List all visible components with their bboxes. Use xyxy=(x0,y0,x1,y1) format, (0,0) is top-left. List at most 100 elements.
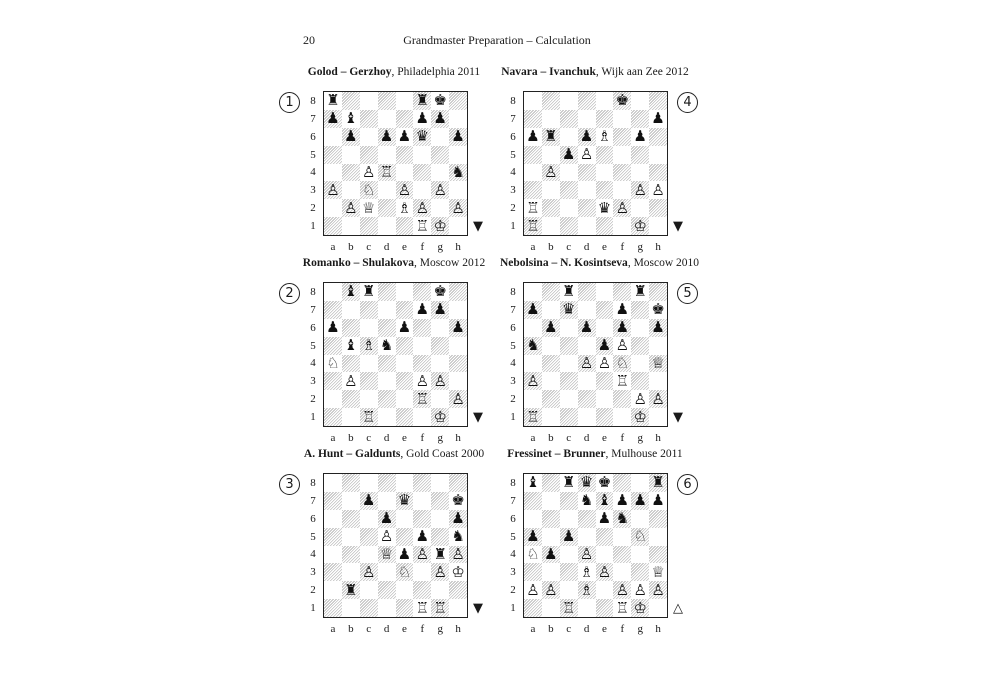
square-g4 xyxy=(631,163,650,182)
rank-label: 8 xyxy=(510,285,516,298)
file-label: d xyxy=(383,241,390,253)
player-separator: – xyxy=(343,448,356,460)
square-c5: ♗ xyxy=(359,336,378,355)
black-knight-icon: ♞ xyxy=(579,491,594,510)
black-bishop-icon: ♝ xyxy=(344,109,358,128)
square-g2 xyxy=(431,581,450,600)
square-h3: ♔ xyxy=(449,563,467,582)
square-b6: ♟ xyxy=(541,318,560,337)
rank-label: 3 xyxy=(310,375,316,388)
square-b1 xyxy=(341,599,360,617)
square-c8: ♜ xyxy=(559,283,578,301)
black-rook-icon: ♜ xyxy=(651,473,665,492)
square-g5 xyxy=(431,145,450,164)
white-pawn-icon: ♙ xyxy=(415,544,430,563)
square-h8 xyxy=(449,92,467,110)
square-a1 xyxy=(324,408,342,426)
white-pawn-icon: ♙ xyxy=(361,562,376,581)
square-c1 xyxy=(559,217,578,235)
square-c4 xyxy=(559,354,578,373)
square-d8: ♛ xyxy=(577,474,596,492)
file-label: a xyxy=(530,432,536,444)
black-pawn-icon: ♟ xyxy=(379,509,394,528)
white-player-name: Navara xyxy=(501,66,538,78)
square-f4 xyxy=(613,545,632,564)
black-to-move-icon: ▼ xyxy=(673,410,683,425)
square-h4: ♞ xyxy=(449,163,467,182)
file-label: b xyxy=(348,623,354,635)
square-g7 xyxy=(631,300,650,319)
square-a1: ♖ xyxy=(524,408,542,426)
white-knight-icon: ♘ xyxy=(615,353,630,372)
black-king-icon: ♚ xyxy=(615,91,630,110)
white-queen-icon: ♕ xyxy=(361,198,376,217)
square-f1 xyxy=(613,217,632,235)
black-pawn-icon: ♟ xyxy=(544,318,558,337)
square-h3 xyxy=(649,372,667,391)
square-e3 xyxy=(595,181,614,200)
square-e5 xyxy=(395,145,414,164)
white-pawn-icon: ♙ xyxy=(397,180,412,199)
square-b8 xyxy=(541,474,560,492)
caption-comma: , xyxy=(595,66,602,78)
white-knight-icon: ♘ xyxy=(326,353,340,372)
square-h1 xyxy=(449,408,467,426)
white-pawn-icon: ♙ xyxy=(597,353,612,372)
square-f5: ♟ xyxy=(413,527,432,546)
black-king-icon: ♚ xyxy=(433,282,447,301)
square-b6: ♟ xyxy=(341,127,360,146)
square-h4: ♕ xyxy=(649,354,667,373)
square-a2 xyxy=(324,390,342,409)
file-label: f xyxy=(420,623,425,635)
square-a7 xyxy=(524,109,542,128)
rank-label: 6 xyxy=(310,512,316,525)
black-pawn-icon: ♟ xyxy=(397,318,412,337)
square-h5 xyxy=(649,145,667,164)
white-pawn-icon: ♙ xyxy=(344,371,358,390)
square-g5 xyxy=(431,527,450,546)
square-e6: ♟ xyxy=(595,509,614,528)
file-label: e xyxy=(601,432,607,444)
square-c1 xyxy=(559,408,578,426)
square-g8: ♚ xyxy=(431,92,450,110)
square-a2 xyxy=(324,199,342,218)
square-e6 xyxy=(395,509,414,528)
square-h3 xyxy=(449,181,467,200)
square-f7: ♟ xyxy=(613,491,632,510)
square-c3 xyxy=(559,181,578,200)
square-c6 xyxy=(559,127,578,146)
square-g8: ♜ xyxy=(631,283,650,301)
square-b4: ♙ xyxy=(541,163,560,182)
square-g6 xyxy=(431,318,450,337)
rank-label: 6 xyxy=(510,321,516,334)
square-d1 xyxy=(577,408,596,426)
square-c3 xyxy=(559,372,578,391)
file-label: f xyxy=(420,241,425,253)
file-label: f xyxy=(620,432,625,444)
square-b1 xyxy=(541,599,560,617)
white-queen-icon: ♕ xyxy=(379,544,394,563)
square-b7: ♝ xyxy=(341,109,360,128)
chess-board: ♝♜♚♟♟♟♟♟♝♗♞♘♙♙♙♖♙♖♔ xyxy=(323,282,468,427)
square-b2: ♙ xyxy=(341,199,360,218)
square-d5: ♙ xyxy=(377,527,396,546)
event-name: Gold Coast 2000 xyxy=(406,448,485,460)
black-rook-icon: ♜ xyxy=(544,127,558,146)
white-pawn-icon: ♙ xyxy=(651,389,665,408)
black-pawn-icon: ♟ xyxy=(379,127,394,146)
black-pawn-icon: ♟ xyxy=(397,127,412,146)
square-d1 xyxy=(377,217,396,235)
rank-label: 2 xyxy=(510,393,516,406)
black-rook-icon: ♜ xyxy=(361,282,376,301)
file-label: f xyxy=(620,241,625,253)
square-c6 xyxy=(559,509,578,528)
square-c8 xyxy=(559,92,578,110)
file-label: a xyxy=(530,241,536,253)
square-e3 xyxy=(395,372,414,391)
diagram-caption: Golod – Gerzhoy, Philadelphia 2011 xyxy=(299,66,489,78)
black-queen-icon: ♛ xyxy=(415,127,430,146)
white-rook-icon: ♖ xyxy=(615,371,630,390)
square-e6 xyxy=(595,318,614,337)
square-a1 xyxy=(324,217,342,235)
